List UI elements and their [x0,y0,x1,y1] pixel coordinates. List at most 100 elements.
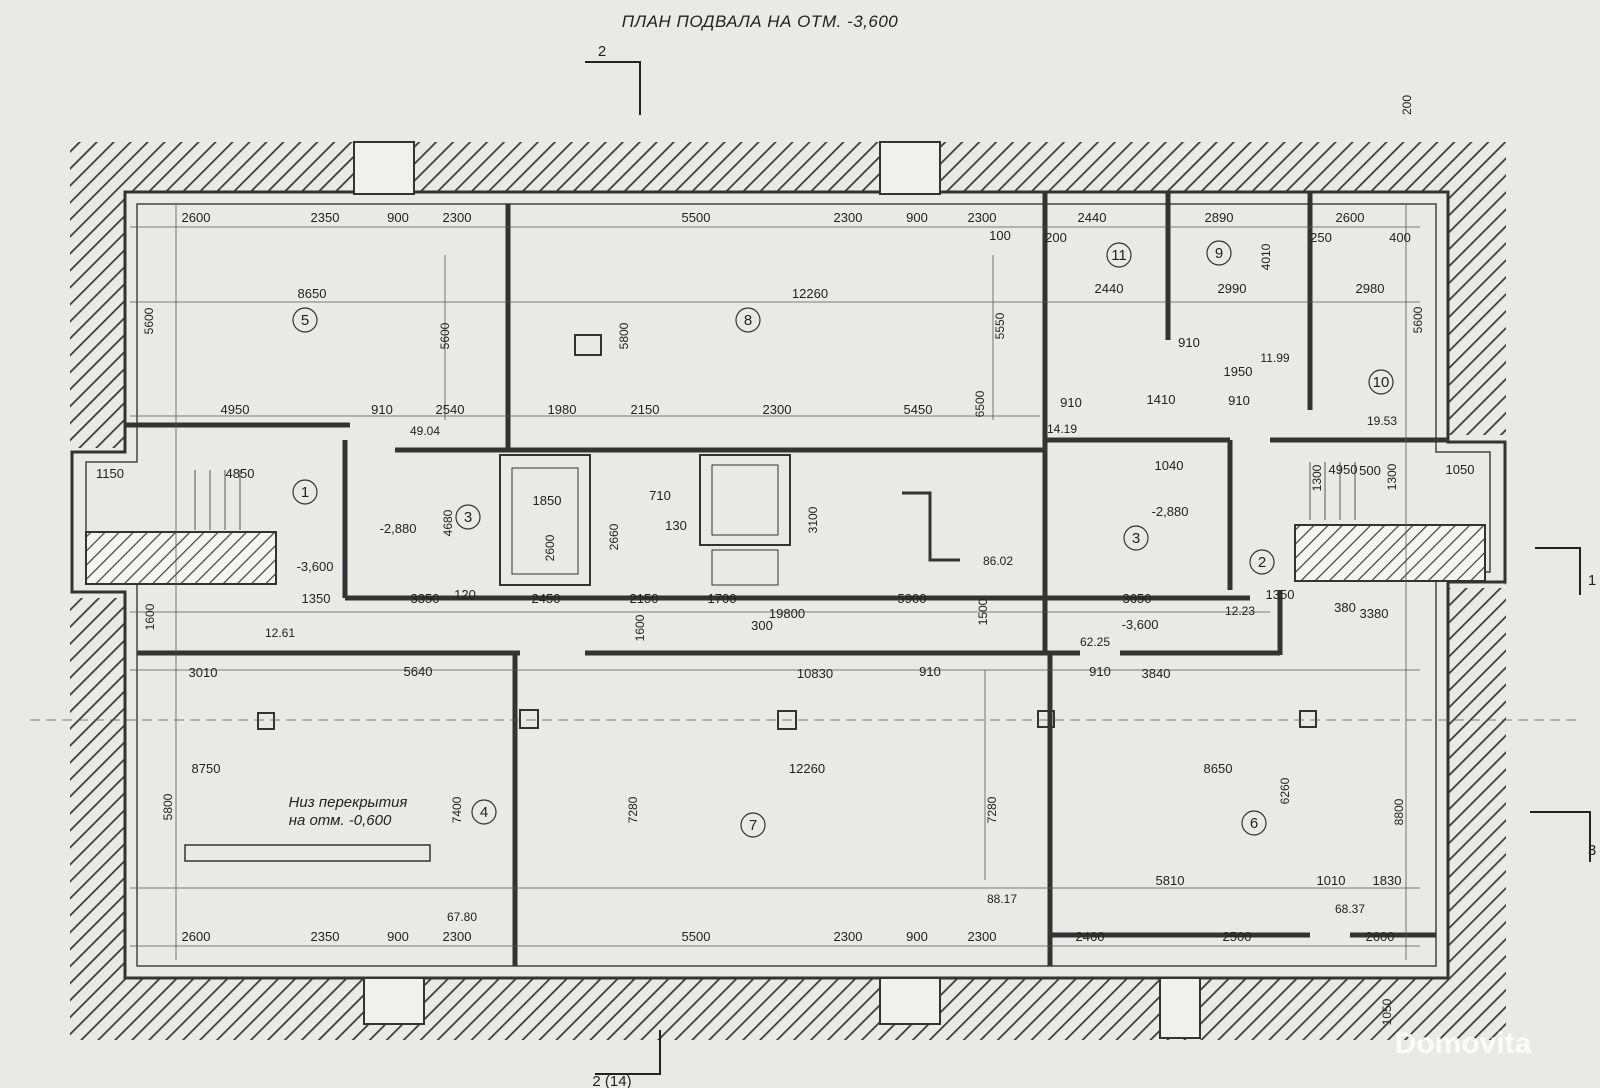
dimension-label: 1350 [302,591,331,606]
dimension-label: 500 [1359,463,1381,478]
dimension-label-vertical: 7280 [626,796,640,823]
dimension-label: 910 [1228,393,1250,408]
dimension-label-vertical: 7400 [450,796,464,823]
dimension-label: 900 [906,210,928,225]
section-mark-label: 3 [1588,842,1596,859]
dimension-label: 2350 [311,210,340,225]
room-number: 7 [749,817,757,834]
dimension-label: 1150 [96,466,124,481]
room-number-circle [1206,240,1232,266]
dimension-label: 2300 [443,210,472,225]
ceiling-note: Низ перекрытия [289,794,408,811]
dimension-label: 380 [1334,600,1356,615]
dimension-label-vertical: 5600 [142,307,156,334]
dimension-label: 3350 [411,591,440,606]
room-number-circle [455,504,481,530]
dimension-label: 2150 [630,591,659,606]
stairs [85,462,1486,585]
dimension-label: 2600 [1336,210,1365,225]
inner-wall-line [85,203,1491,967]
room-area: 12.61 [265,626,295,640]
room-number-circle [1123,525,1149,551]
dimension-label: 900 [387,929,409,944]
dimension-label: 5640 [404,664,433,679]
dimension-label-vertical: 4010 [1259,243,1273,270]
room-area: 67.80 [447,910,477,924]
dimension-label: 2990 [1218,281,1247,296]
room-number-circle [735,307,761,333]
room-number: 11 [1111,247,1127,264]
dimension-label: 2440 [1078,210,1107,225]
dimension-label-vertical: 1500 [976,598,990,625]
dimension-label: 4950 [1329,462,1358,477]
dimension-label-vertical: 1050 [1380,998,1394,1025]
dimension-label: 3650 [1123,591,1152,606]
dimension-label: 1830 [1373,873,1402,888]
dimension-label: 910 [371,402,393,417]
dimension-label: 1850 [533,493,562,508]
room-area: 14.19 [1047,422,1077,436]
dimension-label: 400 [1389,230,1411,245]
dimension-label: 2980 [1356,281,1385,296]
dimension-label-vertical: 3100 [806,506,820,533]
dimension-label: 2460 [1076,929,1105,944]
dimension-label-vertical: 2660 [607,523,621,550]
dimension-label: 910 [1060,395,1082,410]
dimension-label: 5500 [682,210,711,225]
dimension-label-vertical: 8800 [1392,798,1406,825]
dimension-label: 5900 [898,591,927,606]
dimension-lines [30,205,1580,960]
dimension-label-vertical: 1300 [1310,464,1324,491]
room-area: 86.02 [983,554,1013,568]
section-mark-label: 2 [598,43,606,60]
light-wells [353,141,1201,1039]
outer-wall [70,190,1507,980]
dimension-label: 1950 [1224,364,1253,379]
dimension-label-vertical: 5550 [993,312,1007,339]
dimension-label: 300 [751,618,773,633]
room-number: 6 [1250,815,1258,832]
dimension-label-vertical: 6260 [1278,777,1292,804]
dimension-label-vertical: 6500 [973,390,987,417]
room-number-circle [292,479,318,505]
room-number-circle [292,307,318,333]
room-number-circle [1249,549,1275,575]
level-mark: -3,600 [1122,617,1159,632]
room-number: 3 [464,509,472,526]
dimension-label: 12260 [792,286,828,301]
dimension-label: 910 [1178,335,1200,350]
dimension-label: 710 [649,488,671,503]
dimension-label: 2600 [1366,929,1395,944]
dimension-label-vertical: 7280 [985,796,999,823]
section-marks [585,61,1591,1075]
room-number-circle [1106,242,1132,268]
level-mark: -3,600 [297,559,334,574]
dimension-label: 5450 [904,402,933,417]
dimension-label: 2150 [631,402,660,417]
dimension-label: 910 [919,664,941,679]
dimension-label: 3380 [1360,606,1389,621]
ceiling-note: на отм. -0,600 [289,812,392,829]
level-mark: -2,880 [380,521,417,536]
dimension-label: 900 [387,210,409,225]
room-number: 5 [301,312,309,329]
room-number: 4 [480,804,488,821]
room-number: 9 [1215,245,1223,262]
dimension-label: 8650 [298,286,327,301]
dimension-label-vertical: 200 [1400,95,1414,115]
dimension-label: 2600 [182,929,211,944]
dimension-label: 1040 [1155,458,1184,473]
room-number: 10 [1373,374,1390,391]
dimension-label-vertical: 1600 [143,603,157,630]
shafts [184,334,1317,862]
room-area: 49.04 [410,424,440,438]
dimension-label: 10830 [797,666,833,681]
dimension-label-vertical: 5600 [438,322,452,349]
room-area: 88.17 [987,892,1017,906]
dimension-label: 2540 [436,402,465,417]
dimension-label: 5500 [682,929,711,944]
dimension-label: 2300 [968,210,997,225]
